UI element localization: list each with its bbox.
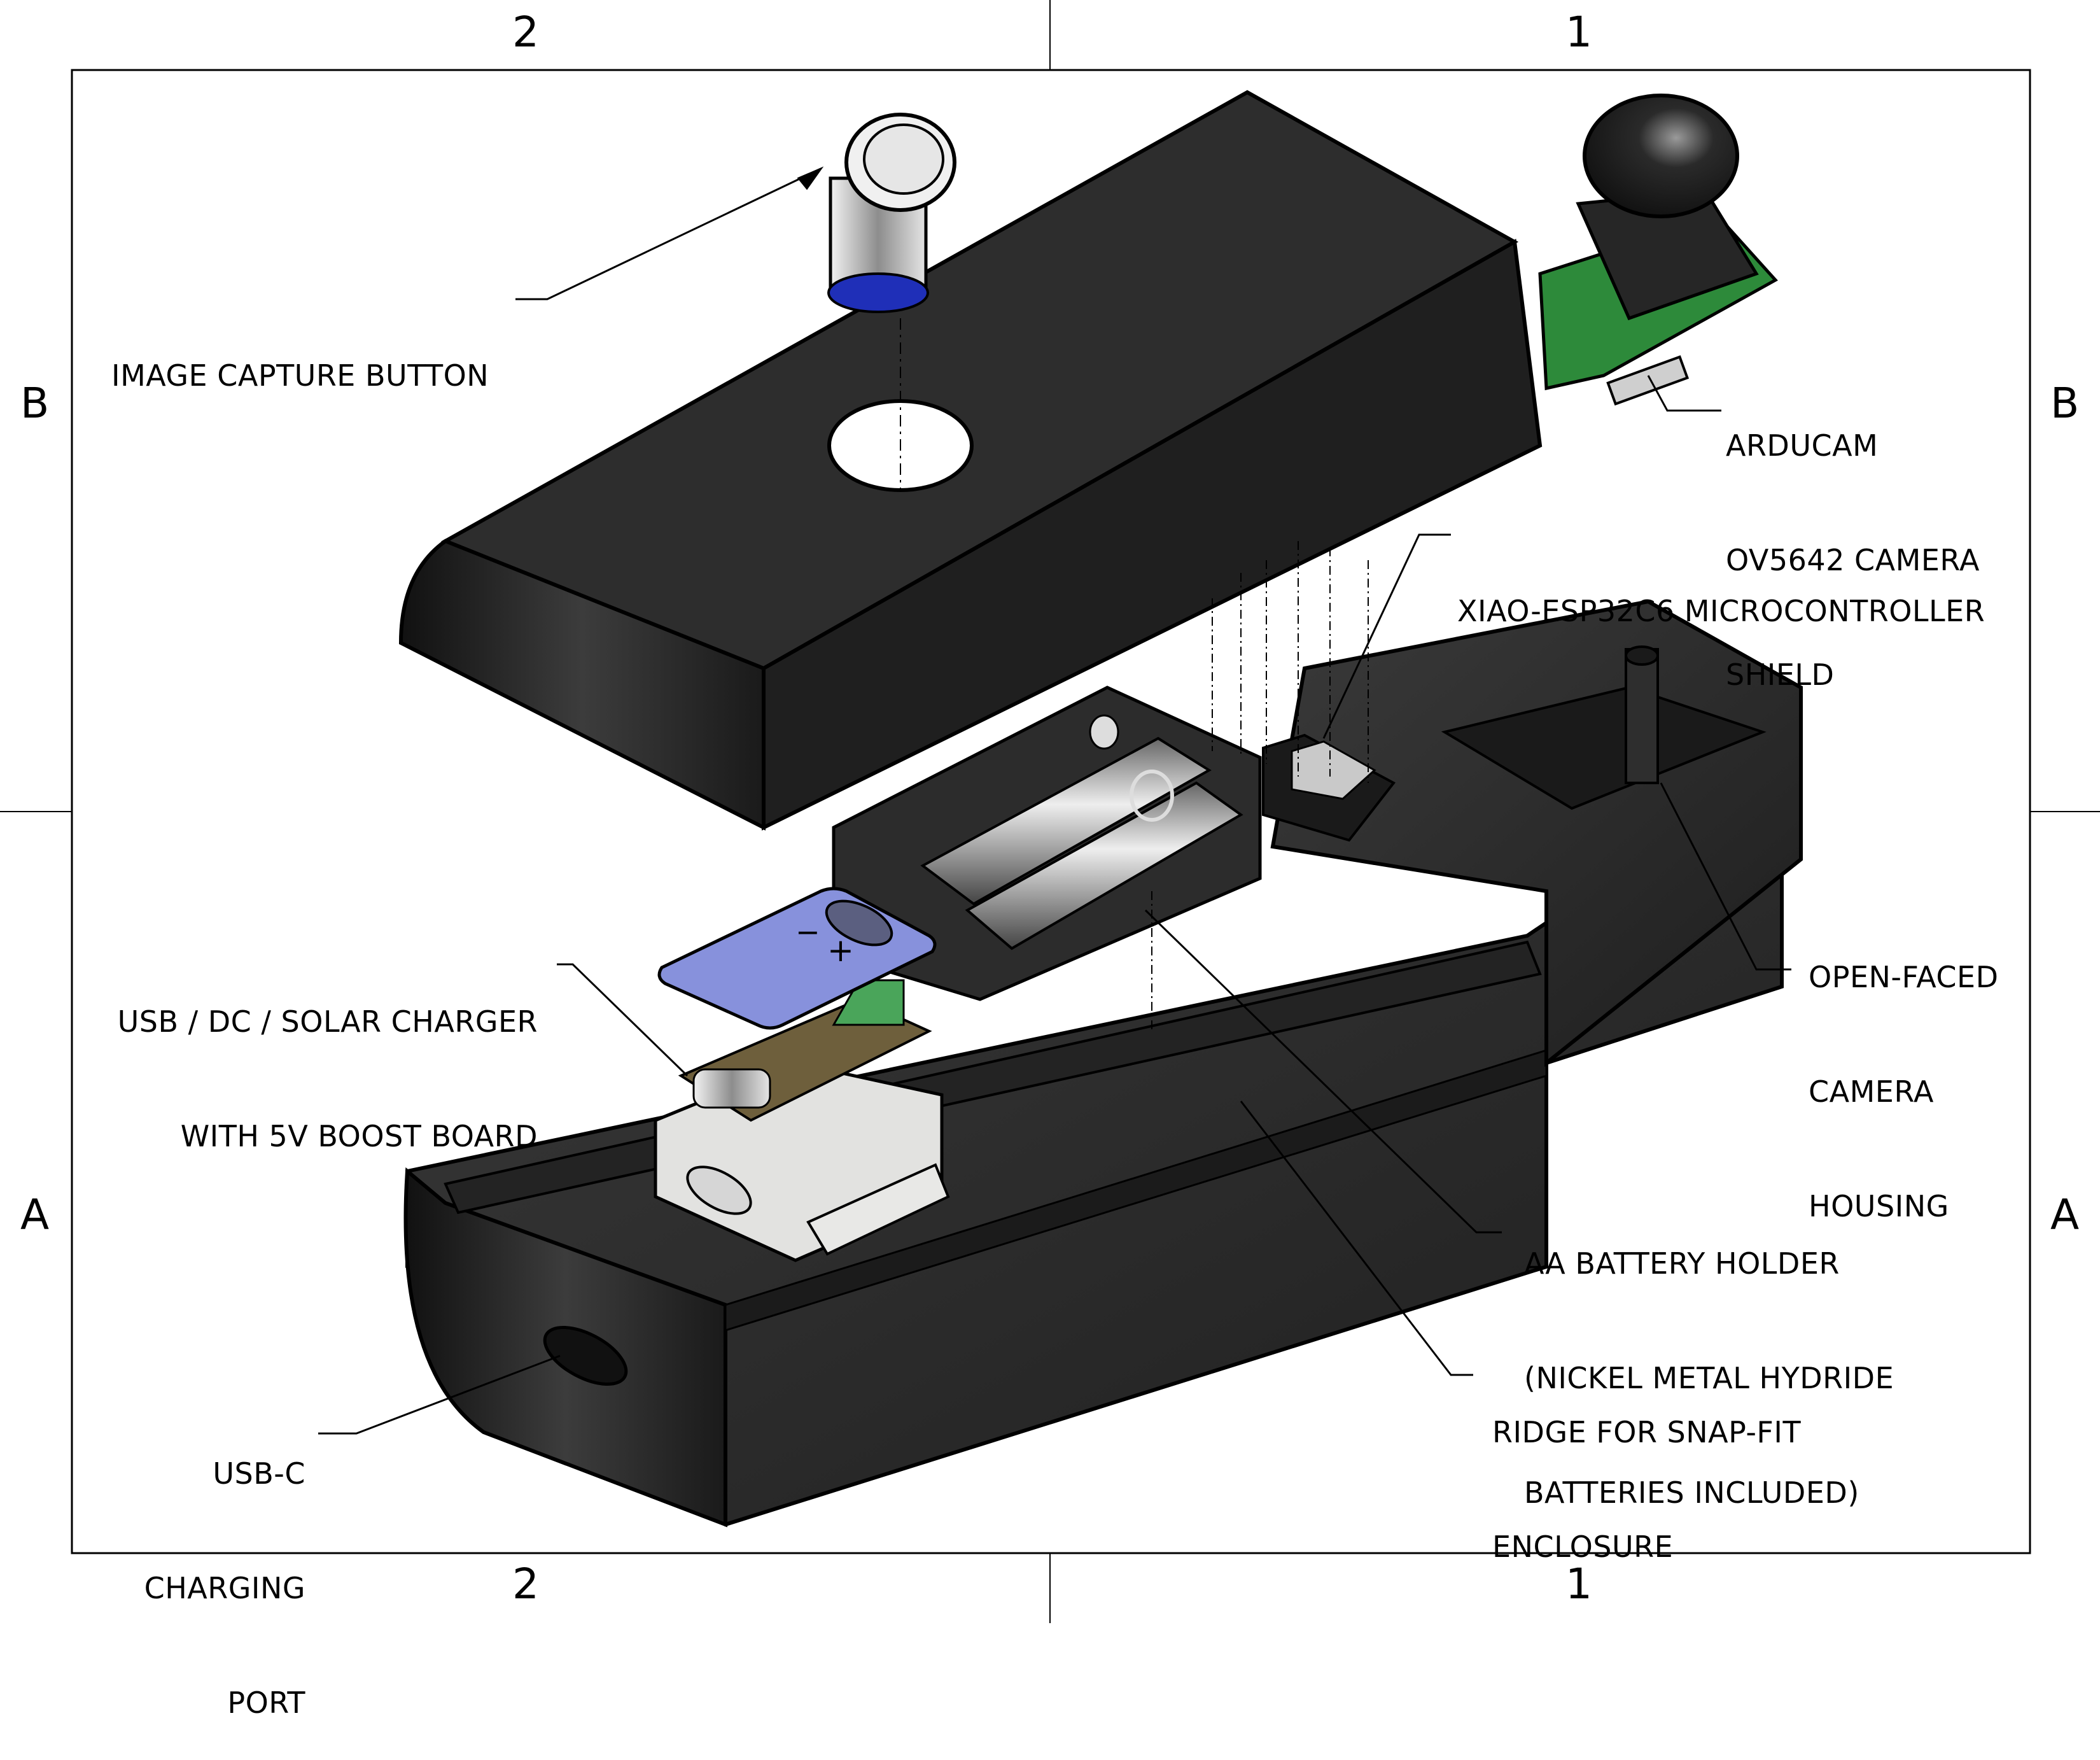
battery-spring-icon xyxy=(1130,770,1174,822)
callout-usb-c-port: USB-C CHARGING PORT xyxy=(127,1378,305,1760)
camera-housing xyxy=(1270,599,1803,1067)
upper-lid xyxy=(398,90,1543,831)
plus-mark: + xyxy=(827,932,854,969)
zone-column-bottom-right: 1 xyxy=(1565,1559,1592,1609)
zone-row-left-b: B xyxy=(20,379,50,428)
callout-battery-holder: AA BATTERY HOLDER (NICKEL METAL HYDRIDE … xyxy=(1524,1168,1894,1550)
aa-battery xyxy=(965,781,1243,950)
zone-column-top-left: 2 xyxy=(512,8,539,57)
callout-line: IMAGE CAPTURE BUTTON xyxy=(111,358,489,393)
callout-line: USB-C xyxy=(213,1456,305,1491)
image-capture-button xyxy=(827,113,956,313)
callout-line: OPEN-FACED xyxy=(1809,960,1999,994)
leader-lines xyxy=(318,166,1791,1435)
drawing-frame xyxy=(0,0,2100,1623)
battery-holder xyxy=(832,686,1262,1001)
callout-line: XIAO-ESP32C6 MICROCONTROLLER xyxy=(1457,594,1985,628)
zone-row-left-a: A xyxy=(20,1190,50,1239)
arducam-camera-shield xyxy=(1538,94,1778,406)
zone-row-right-a: A xyxy=(2050,1190,2080,1239)
callout-line: WITH 5V BOOST BOARD xyxy=(180,1119,538,1153)
callout-capture-button: IMAGE CAPTURE BUTTON xyxy=(111,280,489,433)
callout-microcontroller: XIAO-ESP32C6 MICROCONTROLLER xyxy=(1457,516,1985,668)
callout-line: PORT xyxy=(227,1686,305,1720)
projection-lines xyxy=(1151,541,1369,1031)
callout-line: SHIELD xyxy=(1726,658,1835,692)
callout-line: CHARGING xyxy=(144,1571,305,1605)
callout-line: OV5642 CAMERA xyxy=(1726,543,1980,577)
callout-line: BATTERIES INCLUDED) xyxy=(1524,1475,1859,1510)
callout-camera-shield: ARDUCAM OV5642 CAMERA SHIELD xyxy=(1726,350,1980,732)
callout-line: CAMERA xyxy=(1809,1074,1934,1109)
usb-c-connector xyxy=(692,1068,771,1109)
usb-c-port-opening xyxy=(543,1325,628,1386)
callout-line: ARDUCAM xyxy=(1726,428,1879,463)
zone-column-bottom-left: 2 xyxy=(512,1559,539,1609)
minus-mark: − xyxy=(795,915,820,949)
callout-charger: USB / DC / SOLAR CHARGER WITH 5V BOOST B… xyxy=(95,926,538,1193)
camera-lens xyxy=(1583,94,1739,218)
zone-row-right-b: B xyxy=(2050,379,2080,428)
callout-line: (NICKEL METAL HYDRIDE xyxy=(1524,1361,1894,1395)
callout-line: RIDGE FOR SNAP-FIT xyxy=(1492,1415,1802,1449)
callout-line: USB / DC / SOLAR CHARGER xyxy=(117,1004,538,1039)
callout-line: HOUSING xyxy=(1809,1189,1949,1223)
exploded-assembly-drawing: − + xyxy=(0,0,2100,1623)
zone-column-top-right: 1 xyxy=(1565,8,1592,57)
xiao-esp32c6-board xyxy=(1262,733,1396,842)
callout-line: AA BATTERY HOLDER xyxy=(1524,1246,1840,1281)
charger-assembly: − + xyxy=(654,887,950,1262)
callout-line: ENCLOSURE xyxy=(1492,1530,1674,1564)
callout-camera-housing: OPEN-FACED CAMERA HOUSING xyxy=(1809,882,1999,1264)
callout-snap-fit-ridge: RIDGE FOR SNAP-FIT ENCLOSURE xyxy=(1492,1337,1801,1604)
